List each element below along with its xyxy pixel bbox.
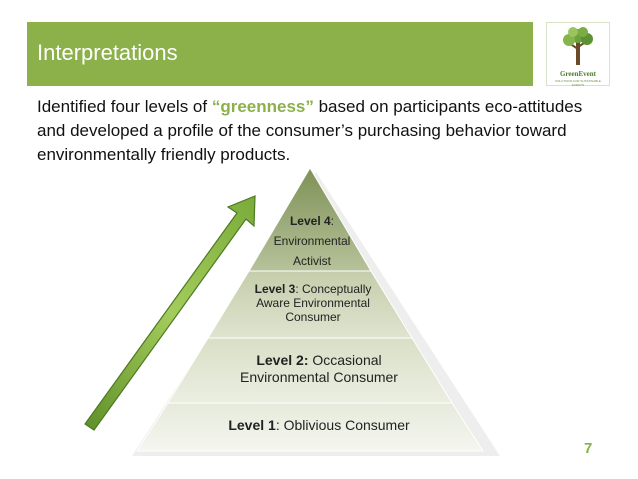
level-2-name: Level 2: <box>256 352 309 368</box>
logo: GreenEvent SOLUTIONS FOR SUSTAINABLE EVE… <box>546 22 610 87</box>
level-3-name: Level 3 <box>254 282 296 296</box>
intro-text-start: Identified four levels of <box>37 97 212 116</box>
page-number: 7 <box>584 440 593 457</box>
level-2-label: Level 2: Occasional Environmental Consum… <box>214 352 424 386</box>
intro-text-end: based on participants eco-attitudes and … <box>37 97 583 164</box>
up-right-arrow-icon <box>84 195 256 431</box>
level-4-desc-line-1: Environmental <box>273 234 351 248</box>
intro-highlight: “greenness” <box>211 97 314 116</box>
intro-paragraph: Identified four levels of “greenness” ba… <box>37 95 607 167</box>
level-3-desc-line-3: Consumer <box>285 310 341 324</box>
title-bar: Interpretations <box>27 22 533 86</box>
level-1-name: Level 1 <box>228 417 276 433</box>
level-3-desc-line-2: Aware Environmental <box>256 296 370 310</box>
level-3-desc-line-1: Conceptually <box>298 282 372 296</box>
pyramid-tier-level-1 <box>136 402 484 452</box>
level-1-desc-line-1: Oblivious Consumer <box>279 417 410 433</box>
level-2-desc-line-2: Environmental Consumer <box>240 369 398 385</box>
level-1-label: Level 1: Oblivious Consumer <box>228 417 410 433</box>
slide-title: Interpretations <box>37 40 178 65</box>
logo-tagline: SOLUTIONS FOR SUSTAINABLE EVENTS <box>555 79 601 87</box>
tree-logo-icon <box>563 27 593 65</box>
level-4-desc-line-2: Activist <box>292 254 331 268</box>
level-3-label: Level 3: Conceptually Aware Environmenta… <box>238 282 388 324</box>
logo-name: GreenEvent <box>559 70 597 78</box>
level-2-desc-line-1: Occasional <box>308 352 382 368</box>
level-4-name: Level 4 <box>289 214 331 228</box>
level-4-label: Level 4: Environmental Activist <box>252 211 372 271</box>
